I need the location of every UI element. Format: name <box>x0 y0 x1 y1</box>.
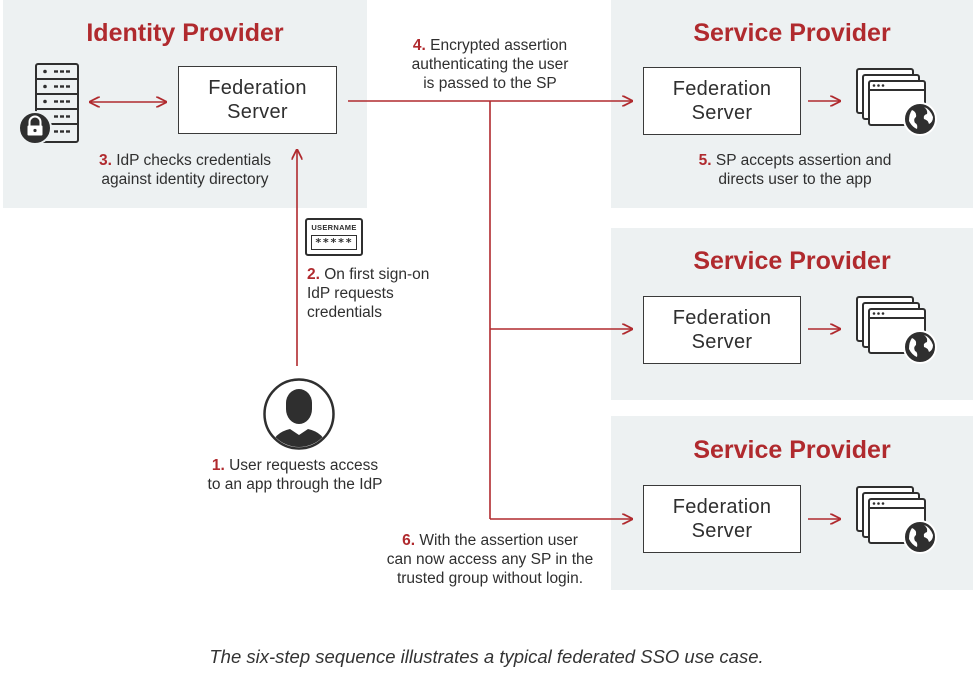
step-2-line1: On first sign-on <box>324 266 430 283</box>
browser-windows-globe-icon <box>856 296 937 364</box>
step-3-label: 3. IdP checks credentials against identi… <box>40 151 330 189</box>
step-5-label: 5. SP accepts assertion and directs user… <box>650 151 940 189</box>
step-6-number: 6. <box>402 532 416 549</box>
step-1-number: 1. <box>211 457 225 474</box>
idp-server-line1: Federation <box>208 77 307 99</box>
sp-title-3: Service Provider <box>693 436 891 464</box>
credential-card-icon: USERNAME ***** <box>305 218 363 256</box>
idp-federation-server: Federation Server <box>178 66 337 134</box>
step-5-line1: SP accepts assertion and <box>715 152 892 169</box>
step-5-line2: directs user to the app <box>718 171 872 188</box>
step-4-label: 4. Encrypted assertion authenticating th… <box>360 36 620 93</box>
sp3-server-line1: Federation <box>672 496 772 518</box>
credential-card-mask: ***** <box>314 236 354 249</box>
step-4-number: 4. <box>412 37 426 54</box>
step-6-line3: trusted group without login. <box>396 570 584 587</box>
credential-card-label: USERNAME <box>311 223 357 232</box>
step-2-line2: IdP requests <box>307 285 394 302</box>
step-1-label: 1. User requests access to an app throug… <box>160 456 430 494</box>
step-2-line3: credentials <box>307 304 382 321</box>
step-6-line1: With the assertion user <box>419 532 578 549</box>
idp-title: Identity Provider <box>86 19 284 47</box>
sp2-server-line1: Federation <box>672 307 772 329</box>
step-1-line1: User requests access <box>229 457 379 474</box>
step-4-line3: is passed to the SP <box>423 75 557 92</box>
sp1-server-line2: Server <box>691 102 753 124</box>
sp3-federation-server: Federation Server <box>643 485 801 553</box>
step-3-number: 3. <box>98 152 112 169</box>
user-avatar-icon <box>263 378 335 450</box>
sp1-federation-server: Federation Server <box>643 67 801 135</box>
figure-caption: The six-step sequence illustrates a typi… <box>209 646 764 667</box>
step-6-line2: can now access any SP in the <box>386 551 594 568</box>
step-3-line2: against identity directory <box>101 171 269 188</box>
step-2-label: 2. On first sign-on IdP requests credent… <box>307 265 429 322</box>
step-1-line2: to an app through the IdP <box>207 476 383 493</box>
step-4-line1: Encrypted assertion <box>430 37 568 54</box>
sp2-federation-server: Federation Server <box>643 296 801 364</box>
browser-windows-globe-icon <box>856 486 937 554</box>
sp2-server-line2: Server <box>691 331 753 353</box>
sp3-server-line2: Server <box>691 520 753 542</box>
step-6-label: 6. With the assertion user can now acces… <box>360 531 620 588</box>
step-3-line1: IdP checks credentials <box>116 152 272 169</box>
lock-icon <box>18 111 52 145</box>
step-2-number: 2. <box>307 266 320 283</box>
sp-title-2: Service Provider <box>693 247 891 275</box>
idp-server-line2: Server <box>227 101 288 123</box>
sp1-server-line1: Federation <box>672 78 772 100</box>
step-4-line2: authenticating the user <box>411 56 569 73</box>
sp-title-1: Service Provider <box>693 19 891 47</box>
step-5-number: 5. <box>698 152 712 169</box>
server-rack-icon <box>18 63 79 145</box>
browser-windows-globe-icon <box>856 68 937 136</box>
